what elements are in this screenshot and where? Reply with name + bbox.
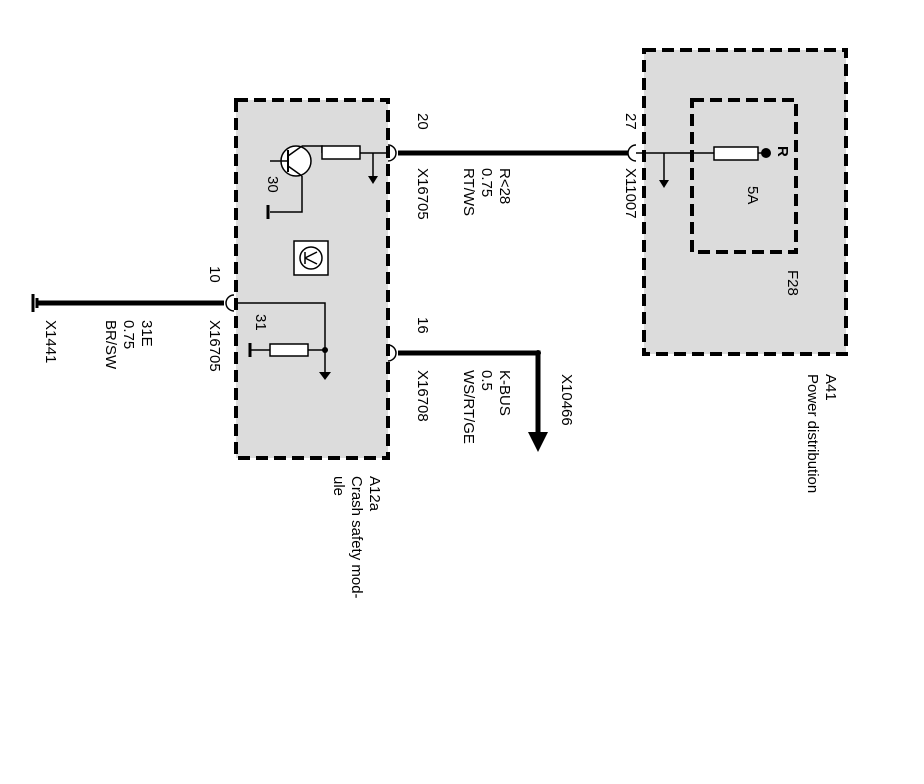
wire-kbus-size: 0.5 <box>478 370 495 391</box>
fuse-id: F28 <box>784 270 801 296</box>
wire-r28-size: 0.75 <box>478 168 495 197</box>
connector-pin27-number: 27 <box>622 113 639 130</box>
ground-terminal-icon <box>31 294 39 312</box>
module-a41-id: A41 <box>822 374 839 401</box>
endpoint-ground: X1441 <box>42 320 59 363</box>
wire-r28-signal: R<28 <box>496 168 513 204</box>
wire-kbus-signal: K-BUS <box>496 370 513 416</box>
wire-ground-signal: 31E <box>138 320 155 347</box>
module-a12a-box <box>234 98 390 460</box>
transistor-pin30: 30 <box>264 176 281 193</box>
connector-pin10-name: X16705 <box>206 320 223 372</box>
fuse-icon <box>713 146 759 161</box>
crash-sensor-icon <box>293 240 329 276</box>
endpoint-kbus: X10466 <box>558 374 575 426</box>
kbus-arrow-icon <box>528 432 548 452</box>
connector-pin27-name: X11007 <box>622 168 639 219</box>
transistor-pin31: 31 <box>252 314 269 331</box>
connector-pin20-number: 20 <box>414 113 431 130</box>
connector-pin16-number: 16 <box>414 317 431 334</box>
wire-r28-color: RT/WS <box>460 168 477 216</box>
resistor-icon <box>269 343 309 357</box>
connector-pin16-name: X16708 <box>414 370 431 422</box>
transistor-circuit <box>266 145 388 219</box>
connector-pin10-number: 10 <box>206 266 223 283</box>
resistor-icon <box>321 145 361 160</box>
wire-kbus-color: WS/RT/GE <box>460 370 477 444</box>
connector-pin20-name: X16705 <box>414 168 431 220</box>
module-a12a-id: A12a <box>366 476 383 512</box>
fuse-circuit <box>636 146 771 188</box>
module-a41-name: Power distribution <box>804 374 821 493</box>
wire-kbus <box>387 344 548 452</box>
module-a41-box <box>642 48 848 356</box>
pin31-circuit <box>234 302 331 380</box>
module-a12a-name-2: ule <box>330 476 347 496</box>
fuse-terminal: R <box>774 146 791 157</box>
fuse-f28-box <box>690 98 798 254</box>
module-a12a-name-1: Crash safety mod- <box>348 476 365 599</box>
wire-ground <box>31 294 235 312</box>
wire-ground-color: BR/SW <box>102 320 119 370</box>
wire-r28 <box>387 144 637 162</box>
fuse-rating: 5A <box>744 186 761 204</box>
wire-ground-size: 0.75 <box>120 320 137 349</box>
